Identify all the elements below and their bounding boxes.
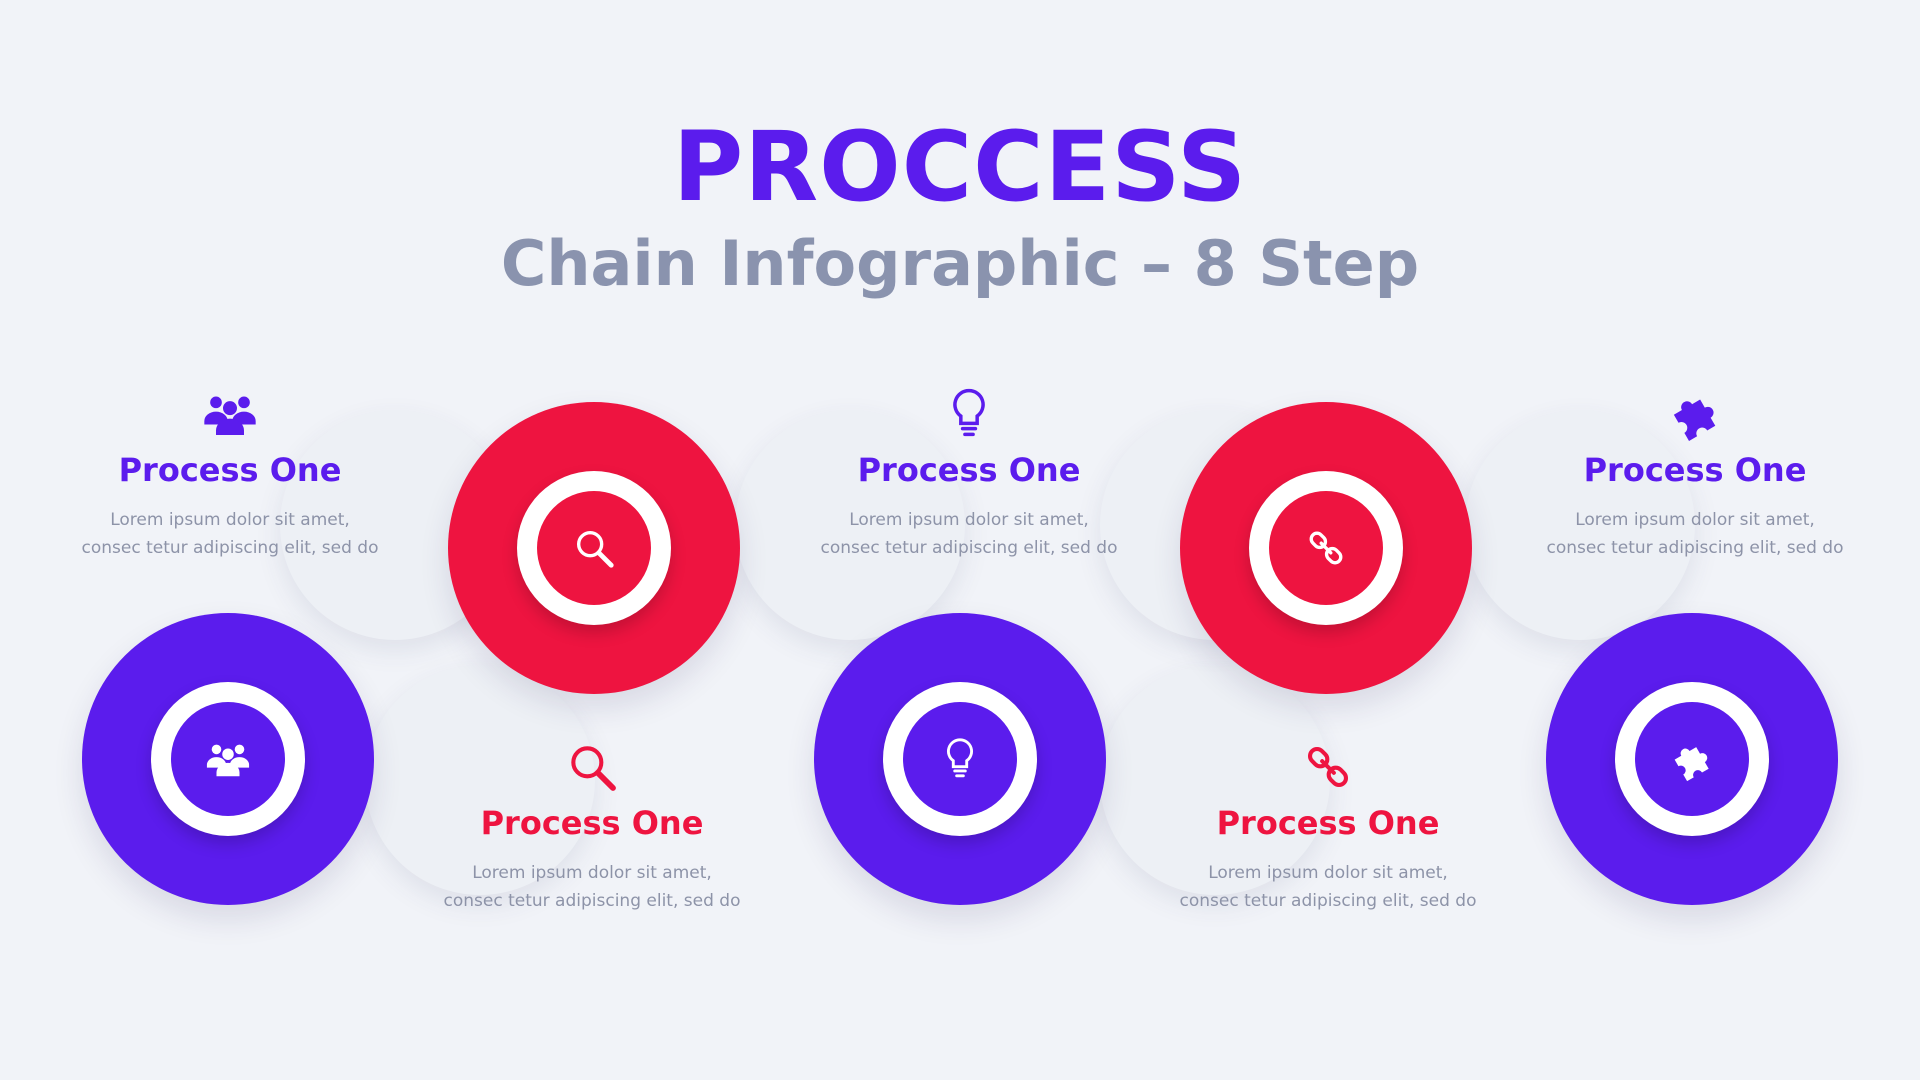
step-title: Process One: [857, 451, 1081, 489]
people-icon: [204, 396, 256, 435]
circle-inner: [1269, 491, 1383, 605]
circle-inner: [171, 702, 285, 816]
step-block-4: Process One Lorem ipsum dolor sit amet, …: [1158, 739, 1498, 915]
puzzle-icon: [1673, 399, 1716, 441]
chain-connector: [735, 410, 965, 640]
circle-ring: [151, 682, 305, 836]
step-circle-2: [448, 402, 740, 694]
step-circle-4: [1180, 402, 1472, 694]
step-circle-1: [82, 613, 374, 905]
search-icon: [571, 746, 616, 791]
puzzle-icon: [1674, 747, 1709, 782]
step-circle-5: [1546, 613, 1838, 905]
chain-connector: [1100, 665, 1330, 895]
circle-ring: [1615, 682, 1769, 836]
step-description: Lorem ipsum dolor sit amet, consec tetur…: [1546, 510, 1844, 558]
step-circle-3: [814, 613, 1106, 905]
step-title: Process One: [480, 804, 704, 842]
step-title: Process One: [118, 451, 342, 489]
search-icon: [576, 530, 614, 568]
chain-connector: [365, 665, 595, 895]
circle-inner: [903, 702, 1017, 816]
lightbulb-icon: [947, 738, 973, 778]
step-description: Lorem ipsum dolor sit amet, consec tetur…: [81, 510, 379, 558]
step-block-2: Process One Lorem ipsum dolor sit amet, …: [422, 739, 762, 915]
circle-ring: [517, 471, 671, 625]
page-title: PROCCESS: [672, 111, 1248, 223]
step-block-3: Process One Lorem ipsum dolor sit amet, …: [799, 386, 1139, 562]
people-icon: [206, 744, 250, 777]
circle-inner: [537, 491, 651, 605]
circle-inner: [1635, 702, 1749, 816]
step-title: Process One: [1216, 804, 1440, 842]
step-block-5: Process One Lorem ipsum dolor sit amet, …: [1525, 386, 1865, 562]
page-subtitle: Chain Infographic – 8 Step: [500, 227, 1420, 300]
lightbulb-icon: [953, 388, 985, 437]
circle-ring: [1249, 471, 1403, 625]
step-description: Lorem ipsum dolor sit amet, consec tetur…: [820, 510, 1118, 558]
link-icon: [1309, 531, 1343, 565]
step-block-1: Process One Lorem ipsum dolor sit amet, …: [60, 386, 400, 562]
step-description: Lorem ipsum dolor sit amet, consec tetur…: [1179, 863, 1477, 911]
circle-ring: [883, 682, 1037, 836]
step-description: Lorem ipsum dolor sit amet, consec tetur…: [443, 863, 741, 911]
step-title: Process One: [1583, 451, 1807, 489]
chain-connector: [1465, 410, 1695, 640]
link-icon: [1307, 746, 1349, 788]
